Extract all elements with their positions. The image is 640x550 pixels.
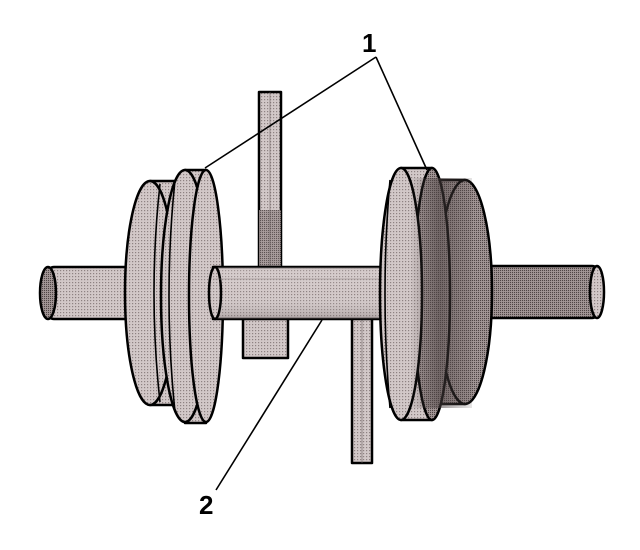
right-shaft-end <box>478 264 606 320</box>
lower-right-rod <box>350 303 374 465</box>
right-disc-pack <box>378 166 494 422</box>
callout-2-label: 2 <box>199 490 213 520</box>
upper-vertical-rod <box>257 90 283 276</box>
callout-1-label: 1 <box>362 28 376 58</box>
callout-1-leaders <box>204 56 428 171</box>
callout-2-leader <box>215 319 323 491</box>
left-disc-front <box>159 168 225 425</box>
left-shaft-end <box>38 265 140 321</box>
central-sleeve <box>207 265 405 321</box>
